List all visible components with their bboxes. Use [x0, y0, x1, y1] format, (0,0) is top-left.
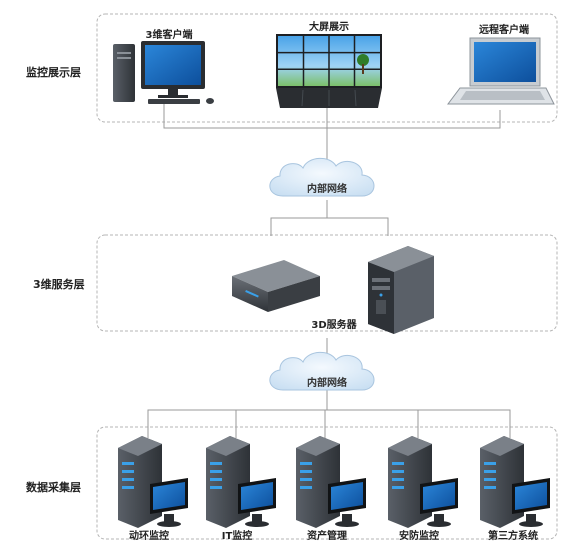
lower-network-label: 内部网络: [307, 378, 347, 389]
collection-label-asset: 资产管理: [307, 531, 347, 542]
collection-server-icon: [480, 436, 550, 528]
video-wall-icon: [276, 34, 382, 108]
server-label: 3D服务器: [311, 320, 357, 331]
video-wall-label: 大屏展示: [309, 22, 349, 33]
remote-client-label: 远程客户端: [479, 25, 529, 36]
collection-label-it: IT监控: [221, 531, 253, 542]
collection-server-icon: [388, 436, 458, 528]
desktop-client-label: 3维客户端: [145, 30, 193, 41]
desktop-computer-icon: [113, 41, 214, 104]
rack-server-icon: [232, 260, 320, 312]
collection-server-icon: [118, 436, 188, 528]
collection-layer-box: [96, 426, 558, 540]
display-layer-label: 监控展示层: [26, 66, 81, 79]
service-layer-label: 3维服务层: [33, 278, 85, 291]
upper-cloud-icon: [269, 157, 375, 197]
lower-cloud-icon: [269, 351, 375, 391]
collection-label-power-env: 动环监控: [129, 531, 169, 542]
collection-layer-label: 数据采集层: [26, 481, 81, 494]
connection-lines: [147, 103, 511, 438]
laptop-icon: [447, 37, 555, 105]
service-layer-box: [96, 234, 558, 332]
tower-server-icon: [368, 246, 434, 334]
collection-server-icon: [206, 436, 276, 528]
collection-label-third-party: 第三方系统: [488, 531, 538, 542]
collection-label-security: 安防监控: [399, 531, 439, 542]
upper-network-label: 内部网络: [307, 184, 347, 195]
collection-server-icon: [296, 436, 366, 528]
